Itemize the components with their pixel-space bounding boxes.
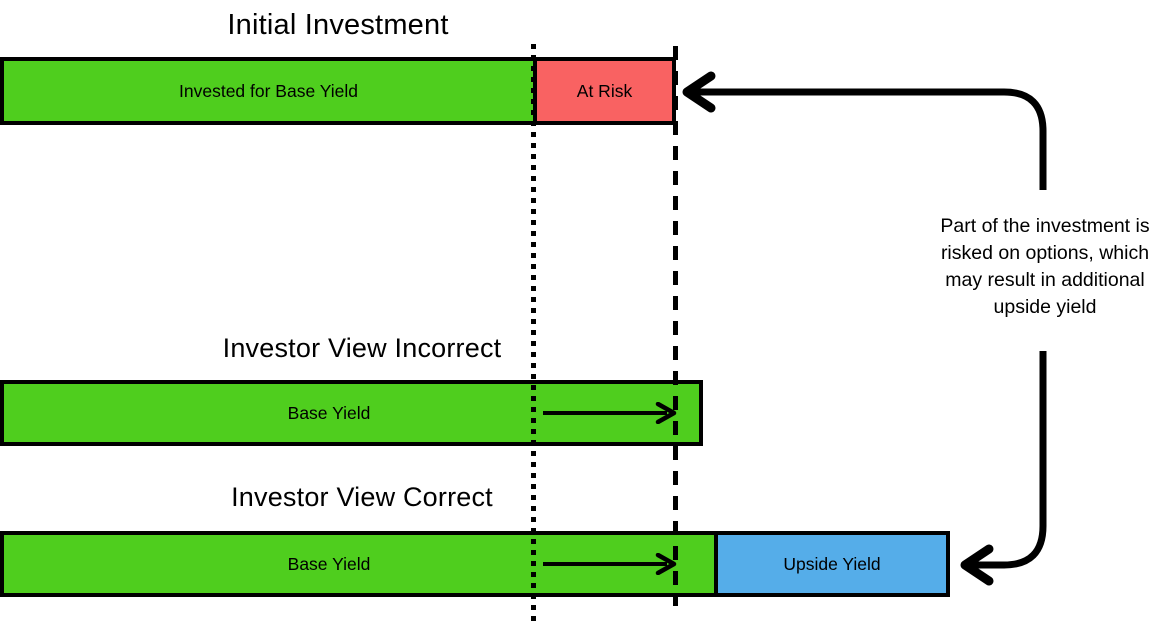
connector-bottom-path <box>968 351 1047 569</box>
initial-investment-bar: Invested for Base Yield At Risk <box>0 57 676 125</box>
annotation-text: Part of the investment is risked on opti… <box>913 213 1176 321</box>
right-arrow-icon <box>543 402 677 424</box>
invested-base-yield-segment: Invested for Base Yield <box>4 61 533 121</box>
incorrect-base-yield-label: Base Yield <box>287 402 371 423</box>
annotation-line: upside yield <box>993 296 1097 318</box>
dashed-divider-line <box>673 46 678 606</box>
correct-base-yield-label: Base Yield <box>287 553 371 574</box>
at-risk-segment: At Risk <box>533 61 672 121</box>
annotation-line: may result in additional <box>945 269 1145 291</box>
initial-investment-title: Initial Investment <box>227 9 449 41</box>
upside-yield-label: Upside Yield <box>783 553 881 574</box>
correct-base-yield-label-wrap: Base Yield <box>4 535 654 593</box>
dotted-divider-line <box>531 44 536 622</box>
right-arrow-icon <box>543 553 677 575</box>
investor-view-incorrect-title: Investor View Incorrect <box>222 333 502 363</box>
connector-top-path <box>690 88 1047 190</box>
upside-yield-bar: Upside Yield <box>714 531 950 597</box>
annotation-line: Part of the investment is <box>940 215 1150 237</box>
incorrect-base-yield-label-wrap: Base Yield <box>4 384 654 442</box>
at-risk-label: At Risk <box>576 80 633 101</box>
annotation-line: risked on options, which <box>940 242 1150 264</box>
arrowhead-left-icon <box>960 544 994 586</box>
investor-view-correct-title: Investor View Correct <box>231 482 493 512</box>
invested-base-yield-label: Invested for Base Yield <box>179 80 358 101</box>
arrowhead-left-icon <box>682 71 716 113</box>
